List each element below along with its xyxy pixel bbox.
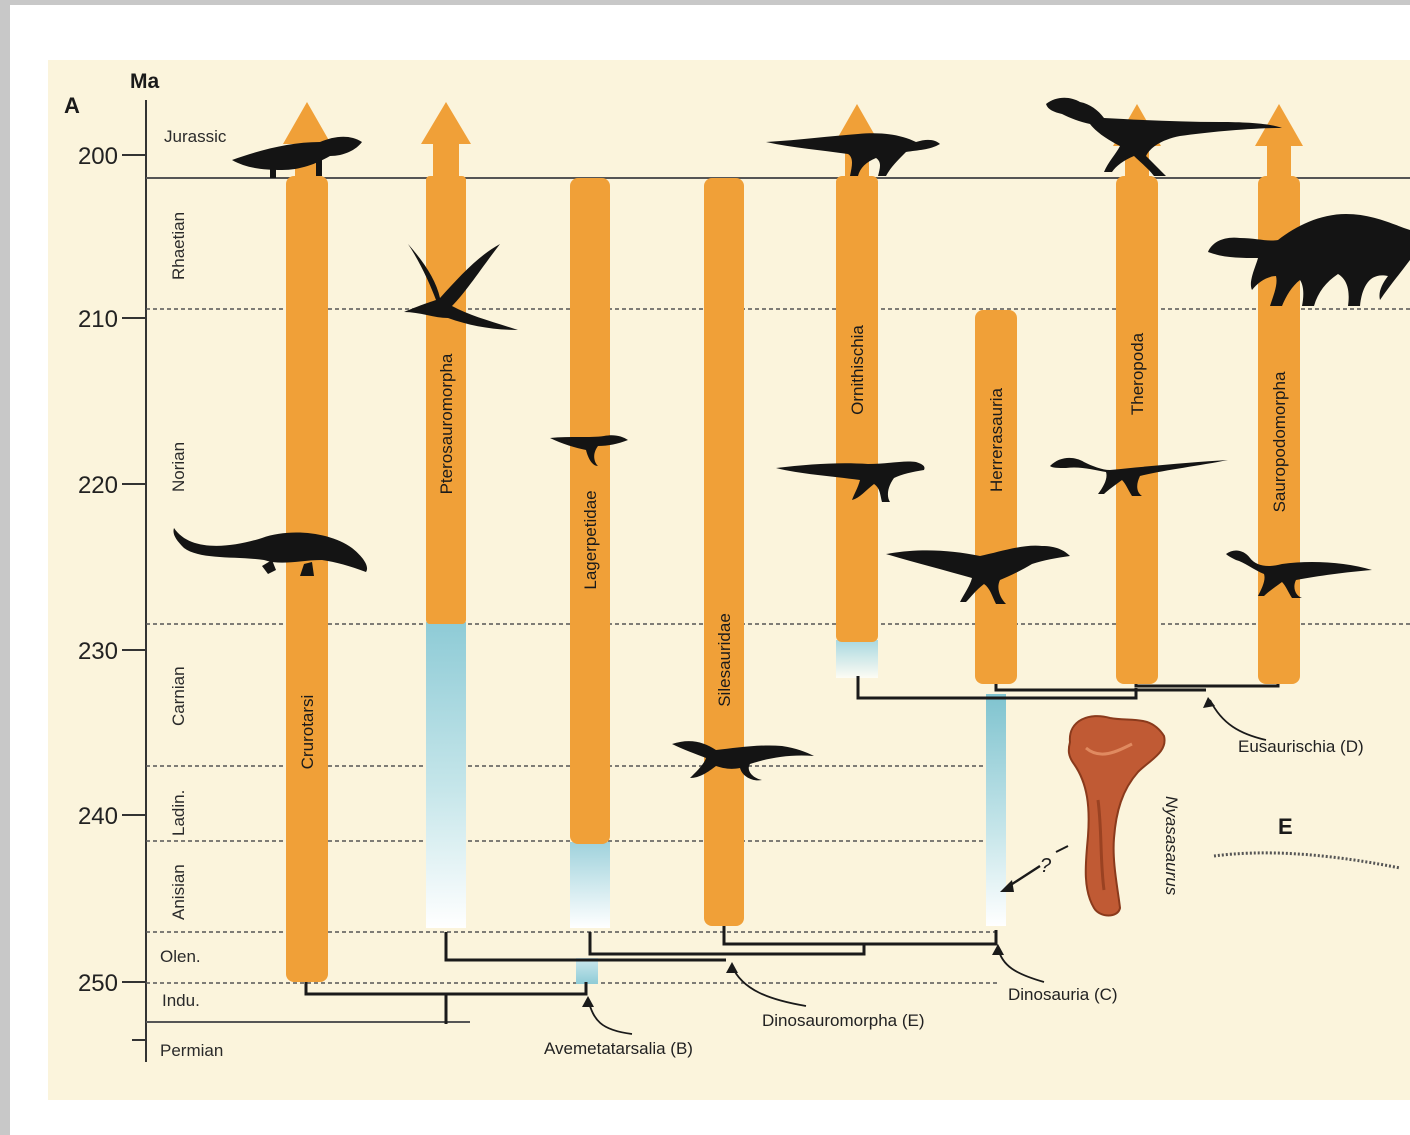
tick-label-220: 220 [78,472,118,499]
label-crurotarsi: Crurotarsi [298,695,317,770]
bar-herrerasauria [975,310,1017,684]
ghost-ornithischia [836,640,878,678]
query-mark: ? [1040,855,1052,877]
label-pterosauromorpha: Pterosauromorpha [437,353,456,494]
stage-permian: Permian [160,1041,223,1060]
axis-unit-label: Ma [130,70,159,93]
tick-label-240: 240 [78,803,118,830]
label-herrerasauria: Herrerasauria [987,387,1006,491]
inset-letter: E [1278,814,1293,839]
stage-rhaetian: Rhaetian [169,212,188,280]
tick-label-230: 230 [78,638,118,665]
label-lagerpetidae: Lagerpetidae [581,490,600,589]
label-sauropodomorpha: Sauropodomorpha [1270,371,1289,512]
tick-label-200: 200 [78,143,118,170]
label-theropoda: Theropoda [1128,332,1147,415]
label-eusaurischia: Eusaurischia (D) [1238,737,1364,756]
label-silesauridae: Silesauridae [715,613,734,707]
stage-ladinian: Ladin. [169,790,188,836]
label-nyasasaurus: Nyasasaurus [1162,796,1181,896]
stage-carnian: Carnian [169,666,188,726]
label-ornithischia: Ornithischia [848,325,867,415]
ghost-avemetatarsalia [576,958,598,984]
label-avemetatarsalia: Avemetatarsalia (B) [544,1039,693,1058]
ghost-pterosauromorpha [426,622,466,928]
ghost-lagerpetidae [570,842,610,928]
stage-olenekian: Olen. [160,947,201,966]
tick-label-250: 250 [78,970,118,997]
bar-silesauridae [704,178,744,926]
label-dinosauria: Dinosauria (C) [1008,985,1118,1004]
bar-theropoda [1116,176,1158,684]
stage-anisian: Anisian [169,864,188,920]
stage-induan: Indu. [162,991,200,1010]
bar-crurotarsi [286,176,328,982]
stage-norian: Norian [169,442,188,492]
label-dinosauromorpha: Dinosauromorpha (E) [762,1011,925,1030]
stage-jurassic: Jurassic [164,127,227,146]
tick-label-210: 210 [78,306,118,333]
panel-letter: A [64,93,80,118]
